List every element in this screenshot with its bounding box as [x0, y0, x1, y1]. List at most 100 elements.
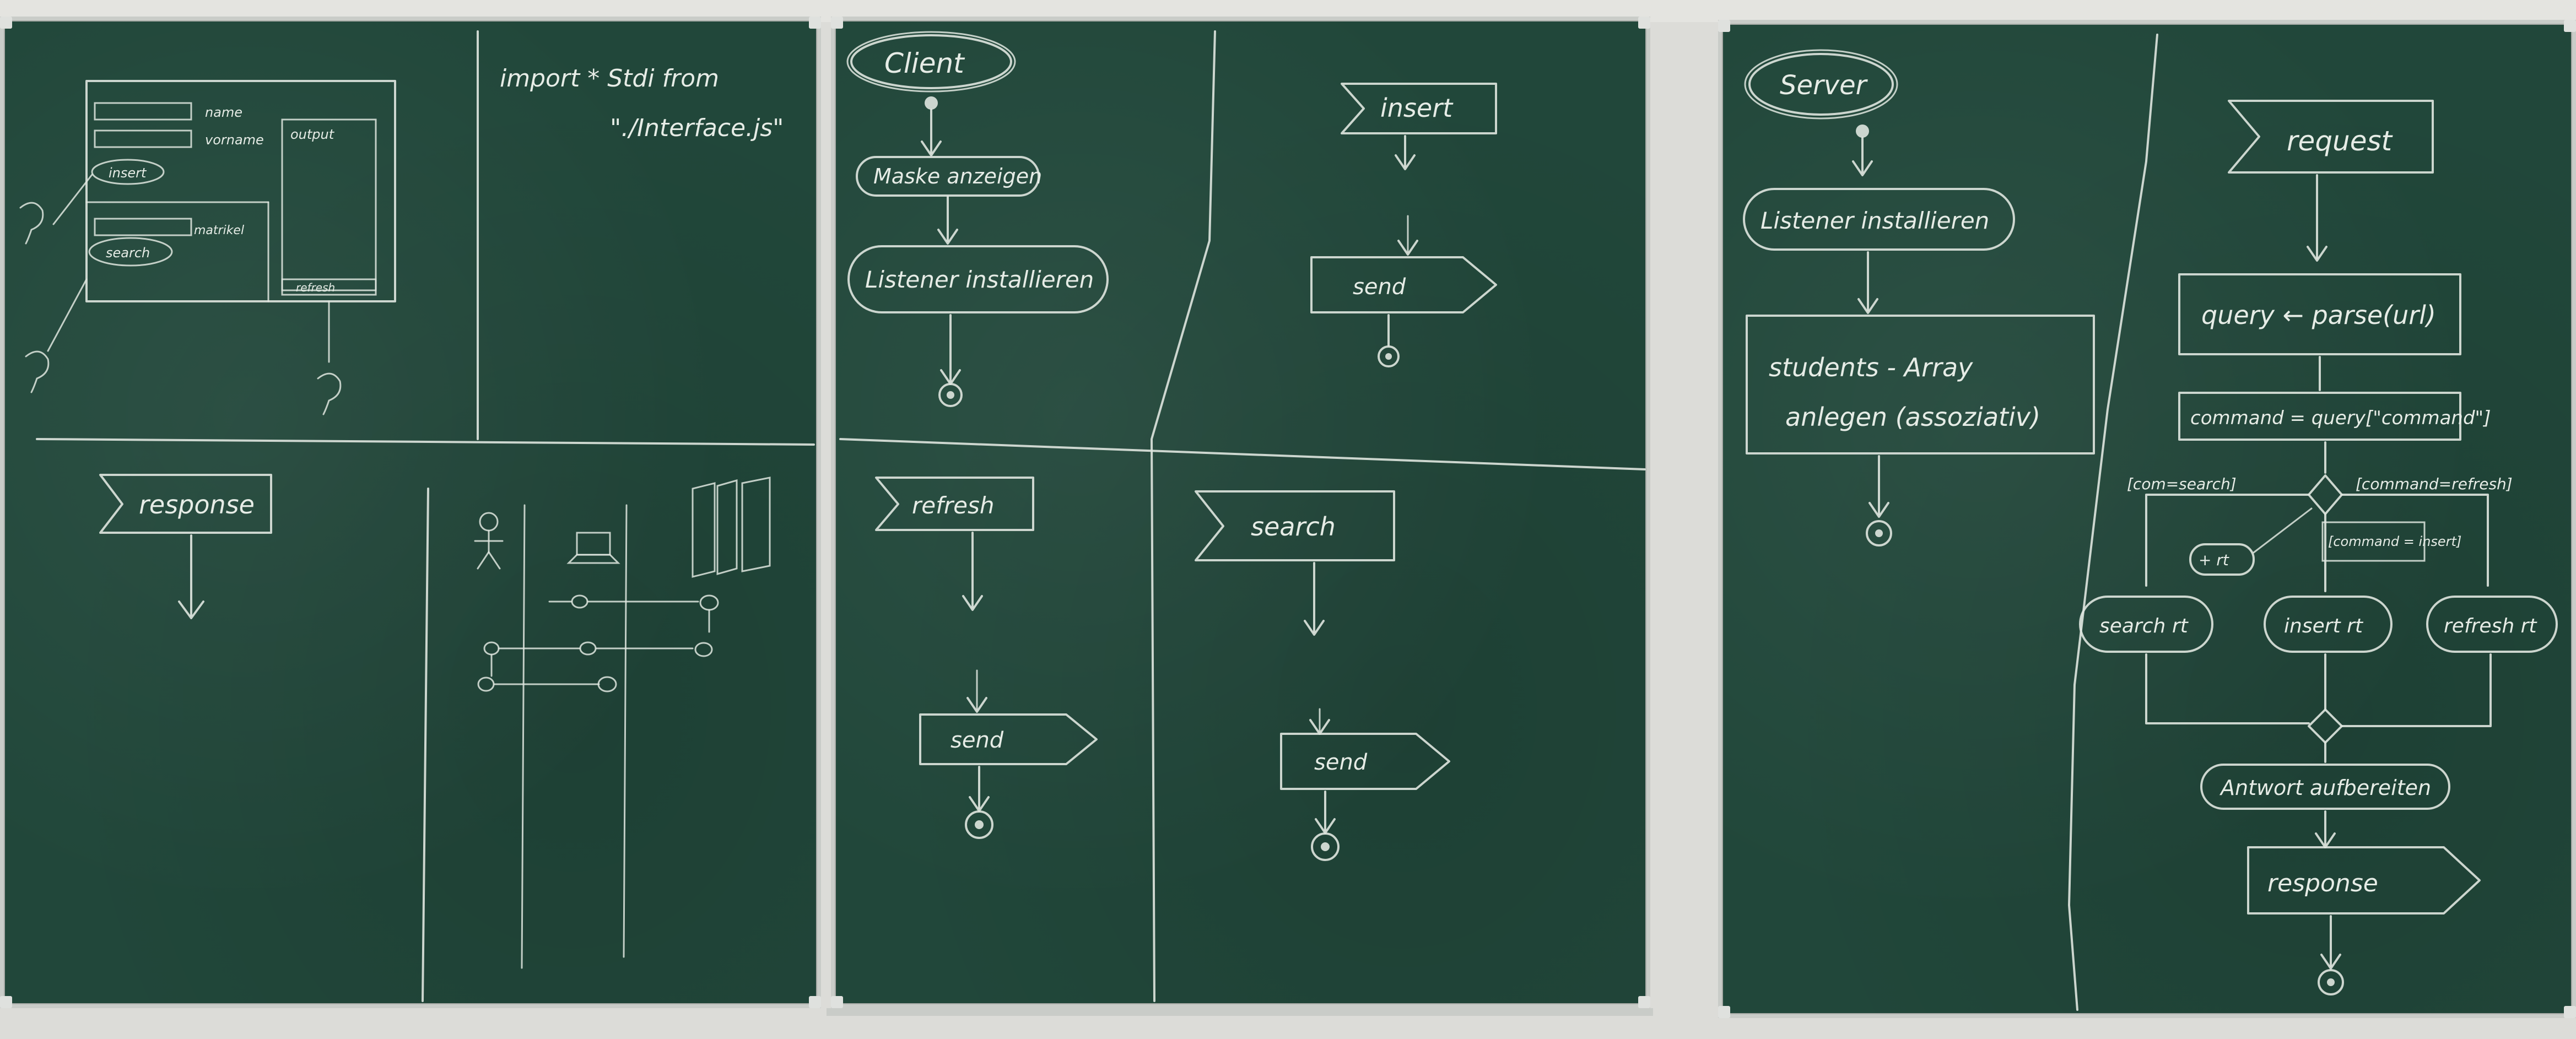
label-refresh-button: refresh [296, 281, 335, 294]
flow-arrowhead [1868, 502, 1889, 518]
flow-arrowhead [921, 140, 942, 156]
frame-corner [0, 996, 12, 1008]
label-insert-button: insert [109, 165, 147, 181]
flow-arrowhead [2307, 246, 2327, 262]
sequence-sketch [477, 594, 719, 692]
send-signal-2-label: send [951, 728, 1004, 753]
send-signal-1-label: send [1353, 274, 1406, 300]
flow-arrowhead [1395, 154, 1416, 170]
refresh-event-label: refresh [912, 492, 995, 519]
install-listener-action [847, 245, 1109, 313]
chalk-tray [827, 1008, 1653, 1016]
end-node-dot [1875, 529, 1883, 537]
server-title-ellipse [1748, 53, 1894, 116]
horizontal-divider [36, 438, 815, 446]
client-title: Client [884, 47, 965, 79]
client-title-ellipse-outer [846, 31, 1016, 93]
response-arrowhead [178, 600, 204, 619]
query-parse-action [2178, 273, 2461, 355]
request-event-label: request [2287, 125, 2394, 157]
right-chalkboard: Server Listener installieren students - … [1718, 20, 2576, 1018]
actor-stickfigure-icon [474, 512, 504, 570]
plus-rt-action [2189, 543, 2255, 576]
send-signal-3-label: send [1314, 750, 1368, 775]
frame-corner [1638, 996, 1650, 1008]
insert-event-label: insert [1380, 93, 1454, 123]
flow-arrowhead [937, 229, 958, 245]
refresh-event-flag [875, 477, 1034, 531]
command-assign-action [2178, 392, 2461, 441]
label-matrikel: matrikel [194, 224, 244, 237]
guard-refresh: [command=refresh] [2356, 475, 2513, 493]
middle-board-drawing: Client Maske anzeigen Listener installie… [839, 30, 1646, 1002]
end-node-dot [1385, 353, 1392, 360]
server-title: Server [1780, 70, 1868, 101]
insert-event-flag [1341, 83, 1497, 134]
vertical-divider-bottom [422, 488, 429, 1002]
frame-corner [0, 17, 12, 29]
response-flag-label: response [139, 490, 255, 520]
flow-arrowhead [1304, 620, 1325, 636]
flow-arrowhead [2320, 954, 2341, 970]
response-flag-shape [99, 474, 272, 534]
search-event-label: search [1251, 512, 1336, 542]
send-signal-1 [1310, 256, 1497, 313]
end-node-dot [947, 391, 954, 399]
middle-chalkboard: Client Maske anzeigen Listener installie… [831, 17, 1650, 1008]
search-event-flag [1195, 490, 1395, 561]
label-name: name [205, 105, 242, 120]
server-title-ellipse-outer [1744, 49, 1898, 120]
show-mask-label: Maske anzeigen [873, 164, 1042, 188]
flow-arrowhead [1857, 298, 1878, 314]
import-statement-line2: "./Interface.js" [610, 114, 784, 142]
end-node [965, 810, 993, 839]
end-node [2318, 969, 2344, 995]
merge-node [2308, 708, 2343, 744]
frame-corner [2564, 1006, 2576, 1018]
vertical-divider [1151, 30, 1216, 1002]
frame-corner [831, 17, 843, 29]
end-node [1378, 345, 1400, 367]
label-output: output [290, 127, 335, 142]
refresh-action-label: refresh rt [2444, 615, 2537, 637]
guard-insert-box [2321, 521, 2426, 562]
command-assign-label: command = query["command"] [2190, 407, 2491, 429]
flow-arrowhead [1397, 240, 1418, 256]
refresh-action [2426, 596, 2558, 653]
lifeline-2 [623, 504, 628, 958]
import-statement-line1: import * Stdi from [500, 64, 719, 93]
server-install-listener-action [1743, 188, 2015, 251]
server-rack-icon [692, 477, 771, 578]
laptop-icon [566, 532, 620, 564]
end-node [1311, 832, 1340, 861]
frame-corner [1638, 17, 1650, 29]
insert-action [2264, 596, 2393, 653]
frame-corner [809, 996, 821, 1008]
insert-action-label: insert rt [2284, 615, 2364, 637]
install-listener-label: Listener installieren [865, 266, 1094, 293]
frame-corner [831, 996, 843, 1008]
prepare-answer-label: Antwort aufbereiten [2219, 776, 2431, 800]
merge-edge-refresh [2341, 653, 2492, 727]
end-node-dot [1321, 842, 1330, 851]
response-signal-label: response [2267, 869, 2378, 897]
students-array-line1: students - Array [1769, 353, 1973, 382]
frame-corner [1718, 1006, 1730, 1018]
flow-edge-refresh [2341, 494, 2489, 587]
guard-search: [com=search] [2127, 475, 2237, 493]
end-node [938, 383, 963, 407]
client-title-ellipse [850, 34, 1012, 89]
prepare-answer-action [2200, 764, 2450, 810]
query-parse-label: query ← parse(url) [2201, 300, 2436, 330]
search-action-label: search rt [2099, 615, 2189, 637]
end-node-dot [975, 820, 984, 829]
flow-arrowhead [1852, 160, 1873, 176]
end-node-dot [2327, 978, 2335, 986]
search-action [2079, 596, 2213, 653]
vertical-divider [2068, 34, 2158, 1011]
request-event-flag [2228, 100, 2434, 174]
flow-arrowhead [962, 595, 983, 611]
flow-edge-plus [2253, 507, 2313, 554]
plus-rt-label: + rt [2199, 551, 2229, 569]
merge-edge-search [2145, 653, 2310, 724]
